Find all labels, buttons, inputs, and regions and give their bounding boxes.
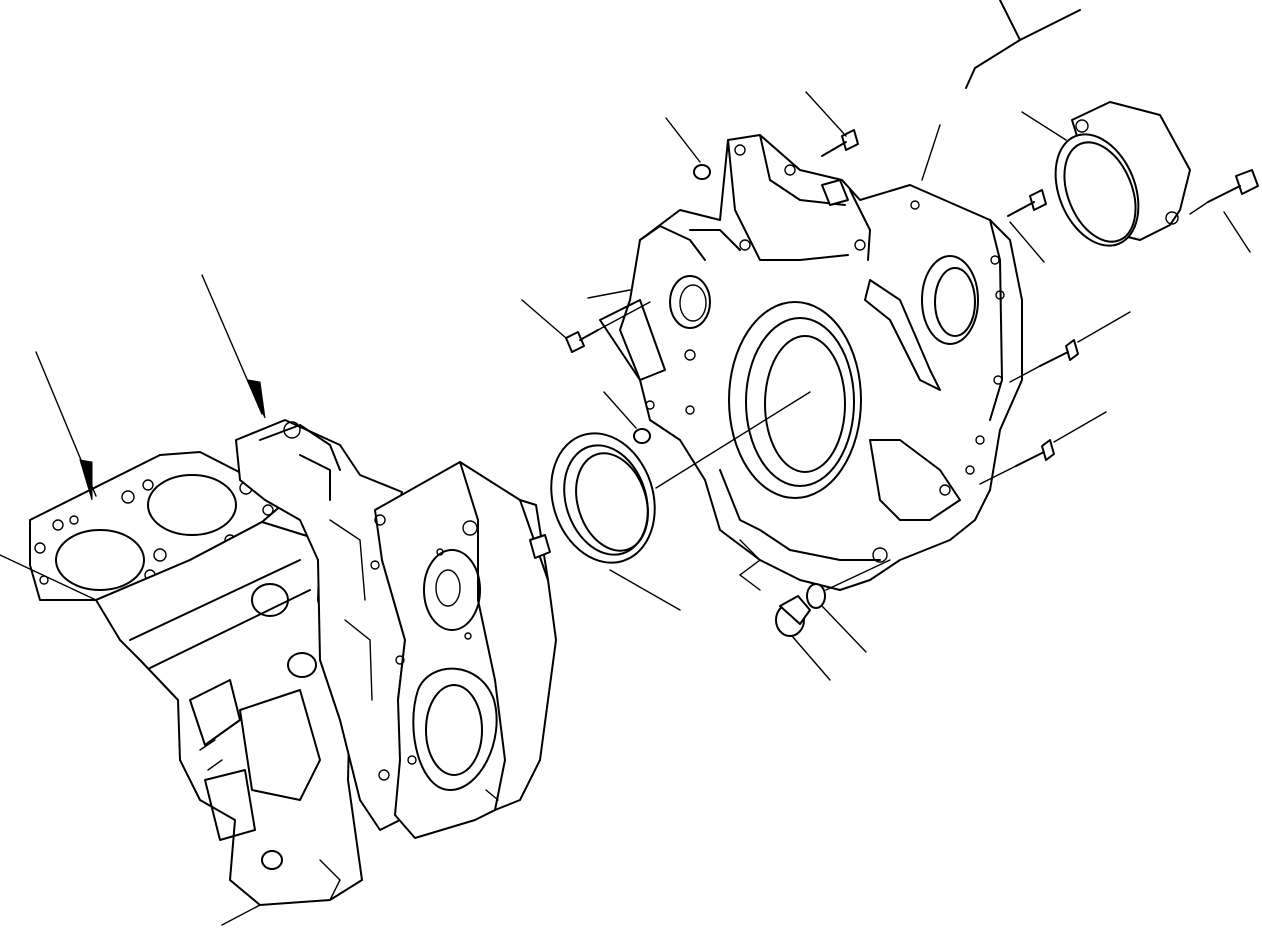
access-cover-bolt [1189, 169, 1259, 253]
cover-bolt-right-upper [1007, 189, 1047, 263]
front-crankshaft-seal [550, 432, 681, 611]
drain-plug-seal-ring [806, 559, 891, 653]
cylinder-head-gasket [29, 451, 291, 611]
alignment-lines [587, 124, 941, 489]
cover-bolt-right-lower [979, 411, 1107, 485]
access-cover-o-ring [1021, 111, 1140, 247]
dowel-pin-upper [665, 117, 711, 180]
leader-arrows-left [35, 274, 266, 501]
front-cover-housing [599, 134, 1023, 591]
front-cover [370, 461, 557, 839]
cover-bolt-right-middle [1009, 311, 1131, 383]
cover-bolt-top [805, 91, 859, 157]
dowel-pin-lower [603, 391, 651, 444]
break-line [965, 0, 1081, 89]
cover-bolt-left [521, 299, 651, 353]
gear-housing [235, 419, 411, 831]
drain-plug [775, 595, 831, 681]
